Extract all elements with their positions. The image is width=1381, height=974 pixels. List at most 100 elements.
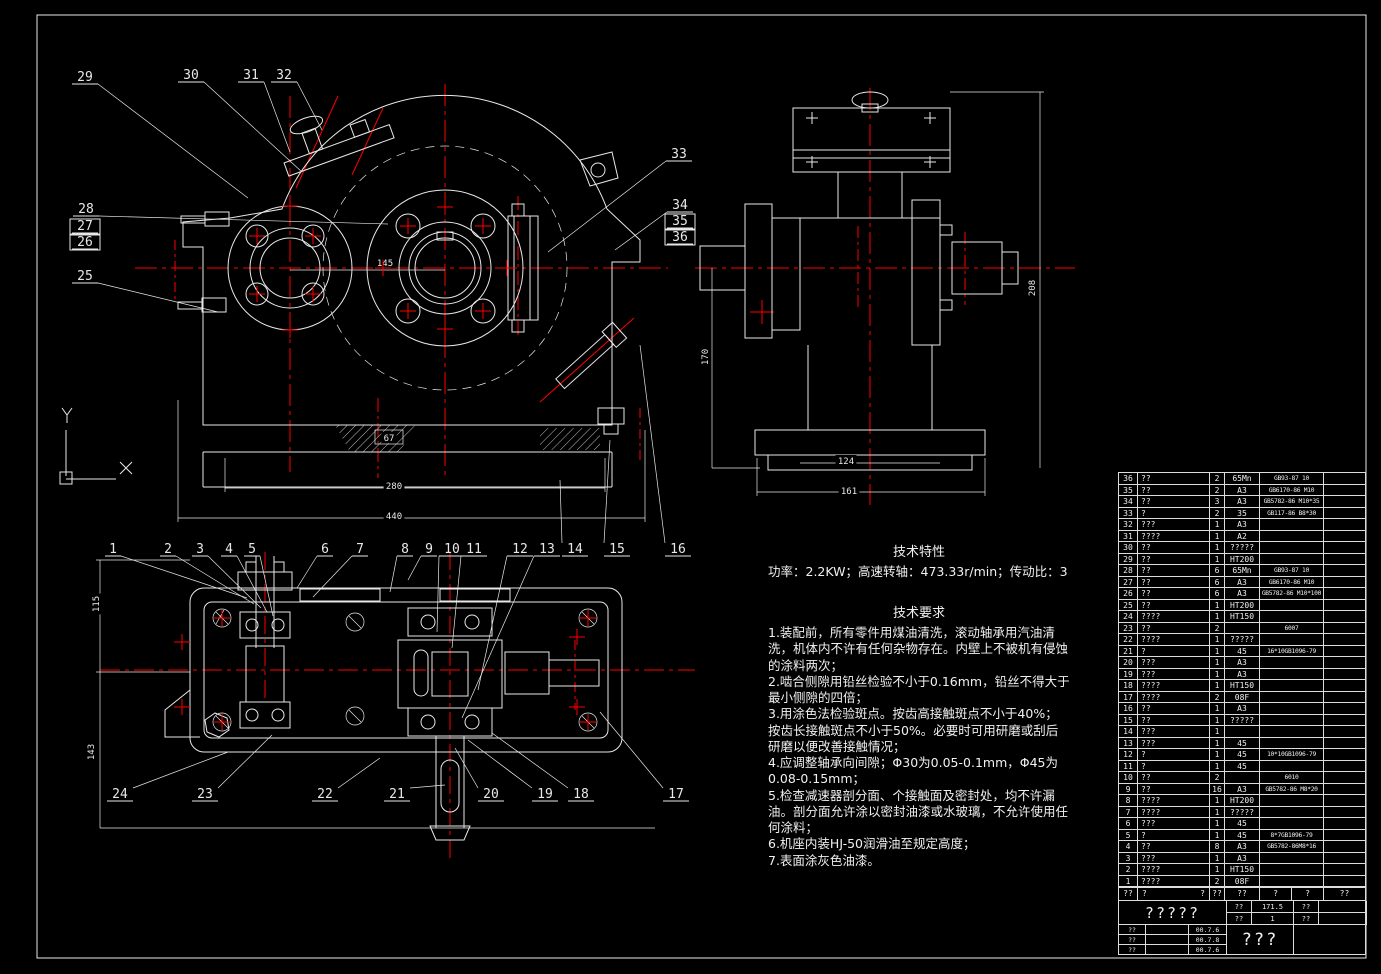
bom-cell-c1: 19: [1119, 668, 1138, 680]
bom-cell-c2: ??: [1138, 484, 1210, 496]
bom-header-name: ? ?: [1138, 886, 1210, 901]
bom-cell-c4: ?????: [1225, 542, 1260, 554]
bom-cell-c1: 18: [1119, 680, 1138, 692]
callout-17: 17: [668, 787, 684, 802]
bom-cell-c4: ?????: [1225, 806, 1260, 818]
callout-7: 7: [356, 542, 364, 557]
bom-cell-c1: 1: [1119, 875, 1138, 887]
bom-cell-c1: 2: [1119, 864, 1138, 876]
bom-cell-c3: 1: [1210, 852, 1225, 864]
callout-18: 18: [573, 787, 589, 802]
bom-cell-c6: [1324, 818, 1365, 830]
bom-cell-c4: [1225, 772, 1260, 784]
callout-19: 19: [537, 787, 553, 802]
bom-cell-c4: ?????: [1225, 634, 1260, 646]
bom-cell-c1: 28: [1119, 565, 1138, 577]
tech-specs-title: 技术特性: [892, 545, 945, 560]
bom-cell-c5: 8*7GB1096-79: [1260, 829, 1324, 841]
bom-cell-c2: ??: [1138, 599, 1210, 611]
info-label: ??: [1294, 913, 1319, 925]
bom-cell-c4: HT200: [1225, 553, 1260, 565]
bom-header-material: ??: [1225, 886, 1260, 901]
sign-date: 00.7.6: [1189, 945, 1227, 955]
bom-cell-c5: [1260, 634, 1324, 646]
info-blank: [1319, 913, 1367, 925]
bom-cell-c4: HT150: [1225, 611, 1260, 623]
bom-cell-c1: 12: [1119, 749, 1138, 761]
bom-cell-c1: 14: [1119, 726, 1138, 738]
bom-cell-c5: GB93-87 10: [1260, 565, 1324, 577]
callout-6: 6: [321, 542, 329, 557]
callout-3: 3: [196, 542, 204, 557]
bom-cell-c5: [1260, 795, 1324, 807]
callout-1: 1: [109, 542, 117, 557]
bom-cell-c6: [1324, 611, 1365, 623]
bom-cell-c6: [1324, 864, 1365, 876]
bom-cell-c5: [1260, 668, 1324, 680]
bom-cell-c1: 36: [1119, 473, 1138, 485]
callout-8: 8: [401, 542, 409, 557]
title-block-blank: [1294, 925, 1367, 955]
tech-req-item: 1.装配前，所有零件用煤油清洗，滚动轴承用汽油清洗，机体内不许有任何杂物存在。内…: [768, 625, 1069, 673]
bom-cell-c5: GB6170-86 M10: [1260, 484, 1324, 496]
bom-cell-c3: 1: [1210, 760, 1225, 772]
bom-cell-c6: [1324, 588, 1365, 600]
bom-cell-c2: ????: [1138, 795, 1210, 807]
bom-cell-c6: [1324, 772, 1365, 784]
bom-cell-c2: ?: [1138, 760, 1210, 772]
info-label: ??: [1294, 901, 1319, 913]
bom-cell-c4: 65Mn: [1225, 473, 1260, 485]
signature-rows: ?? 00.7.6 ?? 00.7.8 ?? 00.7.6: [1119, 925, 1227, 955]
sign-blank: [1146, 945, 1189, 955]
bom-cell-c4: 45: [1225, 749, 1260, 761]
bom-cell-c5: [1260, 691, 1324, 703]
bom-cell-c3: 1: [1210, 599, 1225, 611]
bom-cell-c2: ????: [1138, 611, 1210, 623]
bom-cell-c1: 32: [1119, 519, 1138, 531]
bom-cell-c2: ??: [1138, 496, 1210, 508]
bom-cell-c3: 1: [1210, 714, 1225, 726]
bom-cell-c3: 1: [1210, 668, 1225, 680]
bom-cell-c1: 27: [1119, 576, 1138, 588]
bom-cell-c4: [1225, 726, 1260, 738]
info-value-mass: 171.5: [1252, 901, 1294, 913]
bom-row: 30??1?????: [1119, 542, 1365, 554]
sign-label: ??: [1119, 935, 1146, 945]
bom-cell-c3: 1: [1210, 864, 1225, 876]
info-blank: [1319, 901, 1367, 913]
bom-cell-c1: 25: [1119, 599, 1138, 611]
bom-cell-c5: [1260, 530, 1324, 542]
ucs-icon: [59, 407, 133, 485]
callout-36: 36: [672, 230, 688, 245]
bom-cell-c4: 45: [1225, 645, 1260, 657]
callout-32: 32: [276, 68, 292, 83]
tech-req-item: 7.表面涂灰色油漆。: [768, 852, 880, 868]
info-label: ??: [1227, 913, 1252, 925]
bom-cell-c1: 17: [1119, 691, 1138, 703]
bom-cell-c4: A3: [1225, 841, 1260, 853]
bom-cell-c2: ??: [1138, 473, 1210, 485]
bom-cell-c4: A3: [1225, 484, 1260, 496]
bom-cell-c1: 34: [1119, 496, 1138, 508]
bom-cell-c1: 33: [1119, 507, 1138, 519]
sign-blank: [1146, 935, 1189, 945]
bom-cell-c2: ???: [1138, 737, 1210, 749]
callout-22: 22: [317, 787, 333, 802]
bom-cell-c2: ???: [1138, 818, 1210, 830]
tech-req-item: 4.应调整轴承向间隙；Φ30为0.05-0.1mm，Φ45为0.08-0.15m…: [768, 755, 1058, 787]
callout-31: 31: [243, 68, 259, 83]
